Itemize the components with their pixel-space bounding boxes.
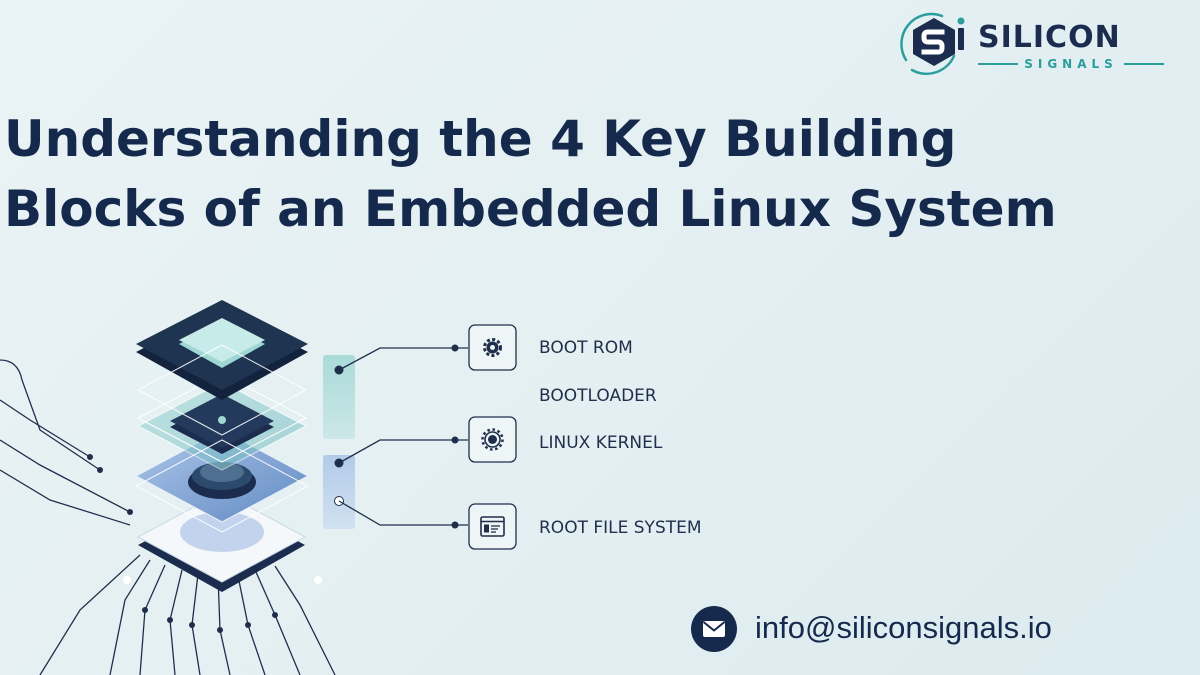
block-label-boot-rom: BOOT ROM — [539, 338, 633, 358]
sun-gear-icon — [481, 428, 504, 451]
icon-box-boot-rom — [468, 324, 517, 371]
title-line-2: Blocks of an Embedded Linux System — [4, 180, 1057, 238]
circuit-traces-left — [0, 359, 131, 526]
block-label-root-file-system: ROOT FILE SYSTEM — [539, 518, 702, 538]
segment-bars — [323, 355, 355, 529]
gear-icon — [483, 338, 502, 357]
layer-outline-rings — [134, 344, 310, 533]
chip-top-processor — [136, 300, 308, 400]
brand-tagline: SIGNALS — [1024, 57, 1118, 71]
bottom-pin-nodes — [142, 607, 278, 633]
mail-icon — [691, 606, 737, 652]
title-line-1: Understanding the 4 Key Building — [4, 110, 957, 168]
silicon-signals-logo-icon — [900, 12, 965, 75]
contact-email[interactable]: info@siliconsignals.io — [755, 610, 1052, 645]
brand-logo: SILICON SIGNALS — [898, 8, 1170, 80]
brand-name: SILICON — [978, 20, 1121, 55]
brand-tagline-row: SIGNALS — [978, 56, 1165, 72]
icon-box-root-file-system — [468, 503, 517, 550]
glow-dots — [123, 576, 322, 584]
tagline-rule-right — [1123, 63, 1165, 65]
block-label-bootloader: BOOTLOADER — [539, 386, 657, 406]
connector-lines — [338, 347, 468, 526]
chip-blue-layer — [134, 429, 310, 523]
icon-box-linux-kernel — [468, 416, 517, 463]
circuit-nodes-left — [87, 454, 133, 515]
chip-middle-layer — [170, 394, 274, 454]
chip-base-layer — [136, 491, 307, 592]
page-title: Understanding the 4 Key Building Blocks … — [4, 104, 1154, 244]
block-label-linux-kernel: LINUX KERNEL — [539, 433, 663, 453]
connector-nodes — [451, 344, 459, 529]
window-file-icon — [480, 516, 505, 537]
tagline-rule-left — [978, 63, 1019, 65]
chip-stack-illustration — [0, 300, 517, 675]
bottom-pin-traces — [39, 554, 336, 675]
